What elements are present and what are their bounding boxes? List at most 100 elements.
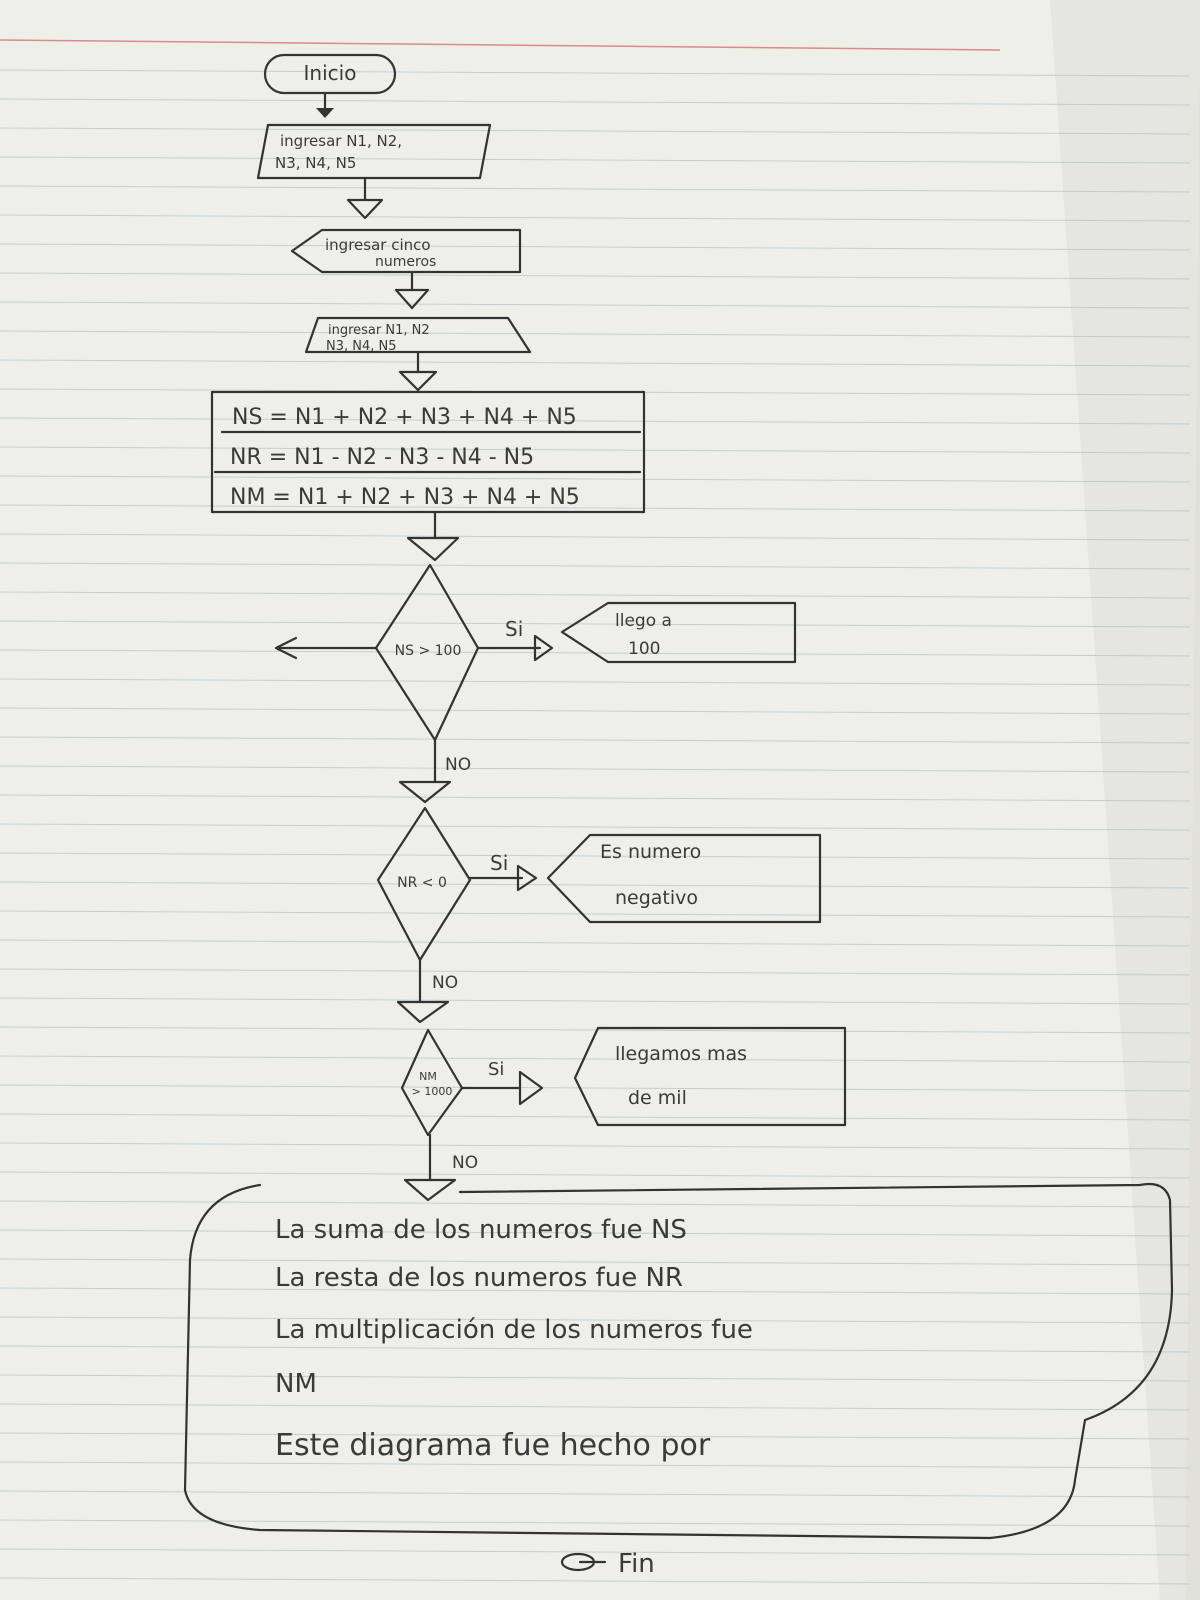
ruled-line: [0, 475, 1191, 483]
ruled-line: [0, 1026, 1191, 1034]
display-1-line-2: numeros: [375, 254, 436, 270]
arrow-head: [403, 1178, 457, 1202]
no-label-2: NO: [432, 973, 458, 993]
no-label-1: NO: [445, 755, 471, 775]
input-2-line-1: ingresar N1, N2: [328, 323, 430, 338]
ruled-line: [0, 765, 1191, 773]
end-label: Fin: [618, 1549, 655, 1579]
ruled-line: [0, 359, 1191, 367]
ruled-line: [0, 98, 1191, 106]
ruled-line: [0, 1519, 1191, 1527]
decision-3-diamond: [400, 1028, 464, 1137]
ruled-line: [0, 1316, 1191, 1324]
ruled-line: [0, 1374, 1191, 1382]
output-2-line-1: Es numero: [600, 841, 701, 863]
output-2-line-2: negativo: [615, 887, 698, 909]
output-3-line-2: de mil: [628, 1087, 687, 1109]
ruled-line: [0, 330, 1191, 338]
ruled-line: [0, 1432, 1191, 1440]
ruled-line: [0, 910, 1191, 918]
ruled-line: [0, 1403, 1191, 1411]
ruled-line: [0, 1229, 1191, 1237]
ruled-line: [0, 1461, 1191, 1469]
ruled-line: [0, 417, 1191, 425]
display-1-line-1: ingresar cinco: [325, 236, 431, 254]
ruled-line: [0, 968, 1191, 976]
process-line-ns: NS = N1 + N2 + N3 + N4 + N5: [232, 405, 577, 430]
no-label-3: NO: [452, 1153, 478, 1173]
process-line-nm: NM = N1 + N2 + N3 + N4 + N5: [230, 485, 580, 510]
ruled-line: [0, 301, 1191, 309]
arrow-head: [346, 198, 384, 220]
ruled-line: [0, 1577, 1191, 1585]
ruled-line: [0, 1258, 1191, 1266]
ruled-line: [0, 156, 1191, 164]
ruled-line: [0, 533, 1191, 541]
final-text-line-3: La multiplicación de los numeros fue: [275, 1315, 753, 1345]
ruled-line: [0, 620, 1191, 628]
arrow-head: [406, 536, 460, 562]
arrow-head: [316, 108, 334, 118]
process-box: [210, 390, 646, 514]
yes-label-1: Si: [505, 617, 523, 641]
ruled-line: [0, 1055, 1191, 1063]
final-text-line-4: NM: [275, 1369, 317, 1399]
arrow-head: [394, 288, 430, 310]
ruled-line: [0, 794, 1191, 802]
final-text-line-1: La suma de los numeros fue NS: [275, 1215, 687, 1245]
output-box-1: [560, 601, 797, 664]
yes-label-2: Si: [490, 851, 508, 875]
final-text-line-2: La resta de los numeros fue NR: [275, 1263, 683, 1293]
ruled-line: [0, 1345, 1191, 1353]
ruled-line: [0, 881, 1191, 889]
yes-label-3: Si: [488, 1059, 504, 1080]
ruled-line: [0, 736, 1191, 744]
ruled-line: [0, 852, 1191, 860]
output-box-2: [546, 833, 822, 924]
ruled-line: [0, 69, 1191, 77]
ruled-line: [0, 214, 1191, 222]
decision-2-label: NR < 0: [397, 875, 447, 891]
final-output-box: [183, 1182, 1174, 1540]
start-terminal: [263, 53, 397, 95]
ruled-line: [0, 1084, 1191, 1092]
ruled-line: [0, 446, 1191, 454]
ruled-line: [0, 1490, 1191, 1498]
ruled-line: [0, 1142, 1191, 1150]
arrow-head: [396, 1000, 450, 1024]
ruled-line: [0, 504, 1191, 512]
decision-1-label: NS > 100: [395, 643, 462, 659]
decision-3-line-2: > 1000: [412, 1085, 453, 1098]
arrow-head: [516, 864, 538, 892]
ruled-line: [0, 127, 1191, 135]
arrow-head: [518, 1070, 544, 1106]
input-box-2: [304, 316, 532, 354]
ruled-line: [0, 243, 1191, 251]
ruled-line: [0, 272, 1191, 280]
margin-line: [0, 39, 1001, 51]
decision-3-line-1: NM: [419, 1070, 437, 1083]
arrow-head: [398, 370, 438, 392]
ruled-line: [0, 1171, 1191, 1179]
ruled-line: [0, 707, 1191, 715]
ruled-line: [0, 678, 1191, 686]
final-text-line-5: Este diagrama fue hecho por: [275, 1428, 711, 1463]
ruled-line: [0, 1548, 1191, 1556]
output-3-line-1: llegamos mas: [615, 1043, 747, 1065]
display-box-1: [290, 228, 522, 274]
input-2-line-2: N3, N4, N5: [326, 339, 397, 354]
arrow-head: [533, 634, 554, 662]
output-1-line-1: llego a: [615, 611, 672, 631]
ruled-line: [0, 591, 1191, 599]
ruled-line: [0, 823, 1191, 831]
start-label: Inicio: [304, 61, 357, 85]
arrow-head-left: [274, 636, 298, 660]
arrow-head: [398, 780, 452, 804]
output-1-line-2: 100: [628, 639, 660, 659]
ruled-line: [0, 1200, 1191, 1208]
ruled-line: [0, 562, 1191, 570]
input-1-line-1: ingresar N1, N2,: [280, 132, 402, 150]
